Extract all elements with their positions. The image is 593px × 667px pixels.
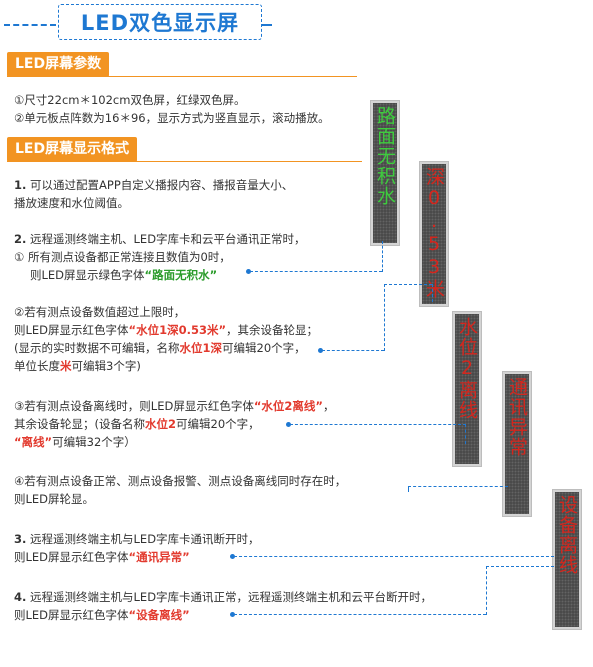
format-header-line (7, 161, 362, 162)
item2-sub2-line3: (显示的实时数据不可编辑，名称水位1深可编辑20个字， (14, 341, 306, 355)
params-line-1: ①尺寸22cm＊102cm双色屏，红绿双色屏。 (14, 93, 246, 107)
led-screen-3: 水位2离线 (453, 312, 481, 466)
item2-sub1-line2: 则LED屏显示绿色字体“路面无积水” (30, 268, 218, 282)
format-header: LED屏幕显示格式 (7, 137, 138, 162)
led-screen-2: 深0.53米 (420, 162, 448, 306)
connector-h-2b (384, 284, 432, 285)
params-line-2: ②单元板点阵数为16＊96，显示方式为竖直显示，滚动播放。 (14, 111, 330, 125)
item3-line2: 则LED屏显示红色字体“通讯异常” (14, 550, 190, 564)
led-screen-1: 路面无积水 (371, 101, 399, 245)
item2-sub2-line2: 则LED屏显示红色字体“水位1深0.53米”，其余设备轮显； (14, 323, 319, 337)
connector-h-6 (234, 614, 486, 615)
connector-h-3 (290, 424, 466, 425)
connector-v-3 (465, 424, 466, 444)
item2-sub3-line1: ③若有测点设备离线时，则LED屏显示红色字体“水位2离线”， (14, 399, 335, 413)
connector-h-4 (408, 486, 508, 487)
led-screen-1-text: 路面无积水 (374, 106, 396, 206)
led-screen-5-text: 设备离线 (556, 495, 578, 575)
item1-line2: 播放速度和水位阈值。 (14, 196, 129, 210)
item2-sub2-line1: ②若有测点设备数值超过上限时， (14, 305, 186, 319)
item2-sub2-line4: 单位长度米可编辑3个字) (14, 359, 141, 373)
connector-dot-6 (230, 612, 235, 617)
connector-dot-1 (246, 269, 251, 274)
title-dash-right (262, 24, 272, 26)
params-header: LED屏幕参数 (7, 52, 110, 77)
title-box: LED双色显示屏 (58, 4, 262, 40)
item2-sub4-line1: ④若有测点设备正常、测点设备报警、测点设备离线同时存在时， (14, 474, 347, 488)
connector-v-2b (432, 284, 433, 302)
connector-v-1 (382, 241, 383, 272)
item2-sub3-line3: “离线”可编辑32个字） (14, 435, 136, 449)
item2-sub4-line2: 则LED屏轮显。 (14, 492, 95, 506)
page-title: LED双色显示屏 (80, 11, 240, 35)
led-screen-4: 通讯异常 (503, 372, 531, 516)
led-screen-2-text: 深0.53米 (423, 167, 445, 299)
led-screen-4-text: 通讯异常 (506, 377, 528, 457)
connector-v-2a (384, 284, 385, 351)
connector-h-6b (486, 566, 554, 567)
title-dash-left (4, 24, 56, 26)
item3-line1: 3. 远程遥测终端主机与LED字库卡通讯断开时， (14, 532, 260, 546)
connector-v-6 (486, 566, 487, 615)
item2-sub1-line1: ① 所有测点设备都正常连接且数值为0时， (14, 250, 231, 264)
item2-line1: 2. 远程遥测终端主机、LED字库卡和云平台通讯正常时， (14, 232, 306, 246)
params-header-line (7, 76, 357, 77)
connector-v-4 (408, 486, 409, 492)
connector-dot-2 (318, 348, 323, 353)
connector-dot-5 (230, 554, 235, 559)
led-screen-5: 设备离线 (553, 490, 581, 629)
item4-line2: 则LED屏显示红色字体“设备离线” (14, 608, 190, 622)
item4-line1: 4. 远程遥测终端主机与LED字库卡通讯正常，远程遥测终端主机和云平台断开时， (14, 590, 433, 604)
connector-h-2 (322, 350, 384, 351)
connector-h-1 (250, 271, 382, 272)
item1-line1: 1. 可以通过配置APP自定义播报内容、播报音量大小、 (14, 178, 294, 192)
item2-sub3-line2: 其余设备轮显；(设备名称水位2可编辑20个字， (14, 417, 260, 431)
connector-dot-3 (286, 422, 291, 427)
connector-h-5 (234, 556, 554, 557)
led-screen-3-text: 水位2离线 (456, 317, 478, 420)
